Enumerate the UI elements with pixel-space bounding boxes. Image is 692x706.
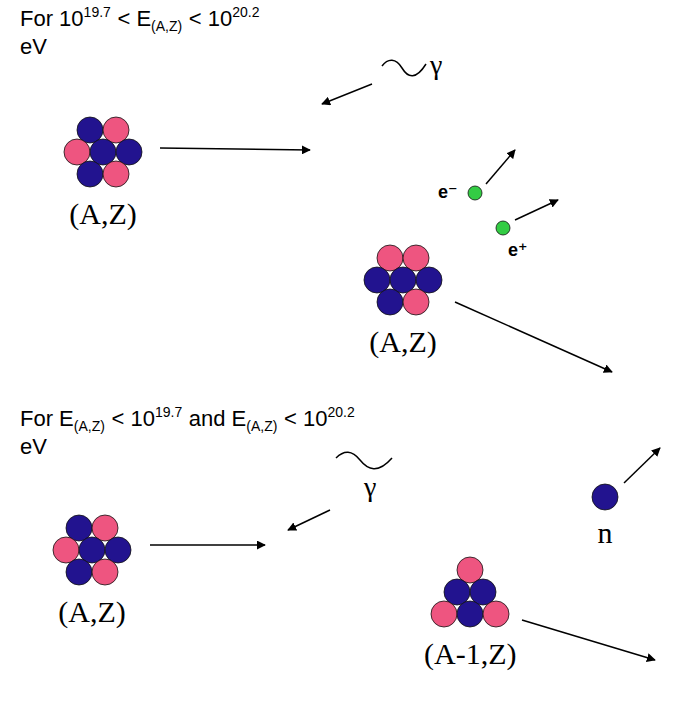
exponent: 20.2 — [327, 404, 354, 420]
nucleon — [79, 537, 105, 563]
nucleon — [444, 579, 470, 605]
particle-dot — [468, 186, 482, 200]
energy-range-heading: For 1019.7 < E(A,Z) < 1020.2 — [20, 4, 259, 34]
nucleon — [66, 559, 92, 585]
heading-text: < E — [117, 6, 151, 31]
nucleon — [431, 601, 457, 627]
nucleon — [77, 117, 103, 143]
nucleon — [105, 537, 131, 563]
photon-symbol: γ — [364, 471, 376, 502]
nucleon — [390, 267, 416, 293]
nucleus: (A,Z) — [361, 243, 445, 358]
motion-arrow — [160, 148, 310, 150]
heading-text: eV — [20, 434, 47, 459]
nucleon — [403, 289, 429, 315]
particle-dot — [592, 484, 618, 510]
photon-arrow — [322, 84, 372, 104]
nucleon — [403, 245, 429, 271]
particle-label: (A,Z) — [58, 595, 125, 628]
nucleus-shape — [61, 115, 145, 189]
positron-shape — [494, 219, 512, 237]
nucleus: (A-1,Z) — [424, 555, 516, 670]
particle-label: e⁺ — [508, 241, 528, 261]
particle-label: n — [598, 516, 613, 549]
exponent: 19.7 — [155, 404, 182, 420]
photon-arrow — [288, 510, 330, 530]
nucleon — [377, 245, 403, 271]
motion-arrow — [486, 150, 515, 184]
nucleon — [377, 289, 403, 315]
electron-shape — [466, 184, 484, 202]
heading-text: eV — [20, 34, 47, 59]
nucleon — [457, 557, 483, 583]
nucleus-shape — [428, 555, 512, 629]
energy-unit: eV — [20, 32, 47, 62]
particle-label: (A-1,Z) — [424, 637, 516, 670]
nucleon — [103, 161, 129, 187]
energy-unit: eV — [20, 432, 47, 462]
neutron-shape — [590, 482, 620, 512]
particle-dot — [496, 221, 510, 235]
photon-label: γ — [430, 50, 442, 80]
heading-text: < 10 — [112, 406, 155, 431]
nucleus-shape — [361, 243, 445, 317]
nucleon — [364, 267, 390, 293]
electron: e⁻ — [438, 183, 484, 203]
exponent: 19.7 — [84, 4, 111, 20]
heading-text: and E — [189, 406, 247, 431]
nucleus: (A,Z) — [50, 513, 134, 628]
nucleus: (A,Z) — [61, 115, 145, 230]
particle-label: e⁻ — [438, 183, 458, 203]
motion-arrow — [515, 200, 558, 220]
photon-label: γ — [364, 472, 376, 502]
nucleon — [457, 601, 483, 627]
photon-symbol: γ — [430, 49, 442, 80]
nucleon — [66, 515, 92, 541]
energy-range-heading: For E(A,Z)< 1019.7and E(A,Z)< 1020.2 — [20, 404, 355, 434]
nucleon — [470, 579, 496, 605]
nucleon — [92, 559, 118, 585]
nucleon — [116, 139, 142, 165]
nucleon — [64, 139, 90, 165]
nucleon — [92, 515, 118, 541]
particle-label: (A,Z) — [69, 197, 136, 230]
nucleon — [90, 139, 116, 165]
motion-arrow — [624, 448, 660, 483]
exponent: 20.2 — [232, 4, 259, 20]
nucleon — [103, 117, 129, 143]
motion-arrow — [522, 620, 655, 660]
heading-text: < 10 — [284, 406, 327, 431]
nucleon — [483, 601, 509, 627]
subscript: (A,Z) — [151, 18, 182, 34]
heading-text: For 10 — [20, 6, 84, 31]
photon-wave — [382, 60, 426, 76]
heading-text: < 10 — [189, 6, 232, 31]
particle-label: (A,Z) — [369, 325, 436, 358]
subscript: (A,Z) — [246, 418, 277, 434]
motion-arrow — [455, 302, 612, 372]
heading-text: For E — [20, 406, 74, 431]
subscript: (A,Z) — [74, 418, 105, 434]
nucleon — [416, 267, 442, 293]
nucleon — [77, 161, 103, 187]
motion-arrow — [150, 544, 265, 546]
neutron: n — [590, 482, 620, 549]
nucleon — [53, 537, 79, 563]
nucleus-shape — [50, 513, 134, 587]
photon-wave — [336, 452, 392, 469]
positron: e⁺ — [478, 219, 528, 261]
